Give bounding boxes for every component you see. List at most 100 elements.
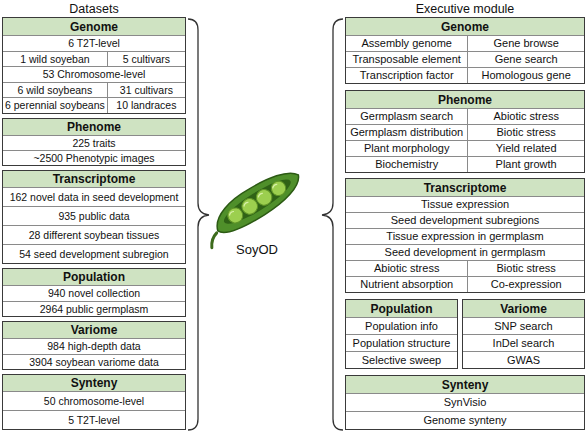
item-text: Biotic stress <box>497 263 556 274</box>
item-cell: 54 seed development subregion <box>3 244 185 263</box>
section-header: Synteny <box>3 375 185 391</box>
item-text: 31 cultivars <box>120 85 173 96</box>
item-cell: 28 different soybean tissues <box>3 225 185 244</box>
item-cell: ~2500 Phenotypic images <box>3 150 185 165</box>
item-cell: 6 T2T-level <box>3 35 185 51</box>
section-header: Population <box>3 269 185 285</box>
item-text: 28 different soybean tissues <box>29 230 160 241</box>
pod-shell <box>208 163 307 240</box>
item-text: Gene search <box>495 54 558 65</box>
pod-stem <box>207 233 222 248</box>
item-text: Co-expression <box>491 279 562 290</box>
item-cell: GWAS <box>463 351 584 368</box>
section-box: Transcriptome 162 novel data in seed deve… <box>2 170 186 264</box>
item-text: Homologous gene <box>482 70 571 81</box>
item-text: 162 novel data in seed development <box>10 192 179 203</box>
item-text: Plant morphology <box>364 143 450 154</box>
item-text: Population info <box>365 321 438 332</box>
item-text: 984 high-depth data <box>47 341 140 352</box>
item-cell: Biochemistry <box>346 156 467 172</box>
item-cell: 225 traits <box>3 135 185 150</box>
section-header: Transcriptome <box>346 179 584 196</box>
soybean-seed <box>269 178 289 198</box>
item-cell: 53 Chromosome-level <box>3 66 185 82</box>
section-header: Synteny <box>346 376 584 393</box>
item-text: Seed development in germplasm <box>385 247 546 258</box>
section-box: Genome6 T2T-level1 wild soyeban5 cultiva… <box>2 17 186 114</box>
item-text: Tissue expression <box>421 199 509 210</box>
item-cell: Seed development in germplasm <box>346 244 584 260</box>
pod-opening <box>219 173 295 230</box>
item-text: 5 T2T-level <box>68 415 120 426</box>
section-box: SyntenySynVisioGenome synteny <box>345 375 585 430</box>
item-cell: Gene browse <box>467 35 584 51</box>
item-text: 54 seed development subregion <box>19 249 168 260</box>
item-cell: 5 cultivars <box>107 51 185 67</box>
item-text: Assembly genome <box>361 38 452 49</box>
right-brace <box>322 19 343 430</box>
item-text: SNP search <box>494 321 553 332</box>
section-box: GenomeAssembly genome Gene browseTranspos… <box>345 17 585 84</box>
item-text: SynVisio <box>444 397 487 408</box>
item-cell: 5 T2T-level <box>3 410 185 429</box>
item-cell: Population structure <box>346 334 457 351</box>
section-header: Variome <box>463 300 584 317</box>
section-box: Variome 984 high-depth data 3904 soybean v… <box>2 321 186 370</box>
item-cell: Germplasm search <box>346 108 467 124</box>
item-cell: Co-expression <box>467 276 584 292</box>
item-text: Germplasm search <box>360 111 453 122</box>
item-cell: Selective sweep <box>346 351 457 368</box>
logo-name: SoyOD <box>236 242 278 257</box>
column-title: Datasets <box>69 2 118 16</box>
item-cell: Transcription factor <box>346 67 467 83</box>
item-text: Selective sweep <box>362 355 442 366</box>
section-box: Synteny 50 chromosome-level 5 T2T-level <box>2 374 186 430</box>
item-text: Seed development subregions <box>391 215 540 226</box>
item-cell: Assembly genome <box>346 35 467 51</box>
section-box: PhenomeGermplasm search Abiotic stressGer… <box>345 90 585 173</box>
item-text: Population structure <box>353 338 451 349</box>
item-text: Abiotic stress <box>374 263 439 274</box>
item-text: 6 T2T-level <box>68 38 120 49</box>
item-text: Yield related <box>496 143 557 154</box>
section-header: Genome <box>346 18 584 35</box>
item-cell: 984 high-depth data <box>3 338 185 354</box>
item-text: 940 novel collection <box>48 288 140 299</box>
section-header: Population <box>346 300 457 317</box>
item-cell: Nutrient absorption <box>346 276 467 292</box>
section-header: Variome <box>3 322 185 338</box>
left-brace <box>188 19 209 430</box>
section-header: Phenome <box>346 91 584 108</box>
section-header: Transcriptome <box>3 171 185 187</box>
item-text: 5 cultivars <box>123 54 170 65</box>
soybean-pod <box>196 163 307 248</box>
seed-highlight <box>228 184 277 216</box>
item-text: 10 landraces <box>116 100 176 111</box>
item-cell: InDel search <box>463 334 584 351</box>
item-cell: Germplasm distribution <box>346 124 467 140</box>
item-text: 53 Chromosome-level <box>43 69 146 80</box>
item-cell: Tissue expression <box>346 196 584 212</box>
item-cell: Plant growth <box>467 156 584 172</box>
section-box: VariomeSNP searchInDel searchGWAS <box>462 299 585 369</box>
item-cell: 31 cultivars <box>107 82 185 98</box>
item-cell: Seed development subregions <box>346 212 584 228</box>
item-cell: Biotic stress <box>467 260 584 276</box>
item-text: Transcription factor <box>360 70 454 81</box>
item-cell: SynVisio <box>346 393 584 411</box>
item-text: 1 wild soyeban <box>20 54 89 65</box>
item-cell: 3904 soybean variome data <box>3 354 185 370</box>
item-text: 50 chromosome-level <box>44 396 144 407</box>
item-text: Biochemistry <box>375 159 438 170</box>
item-cell: Abiotic stress <box>467 108 584 124</box>
item-text: Germplasm distribution <box>350 127 463 138</box>
section-box: Phenome225 traits~2500 Phenotypic images <box>2 118 186 166</box>
item-text: Gene browse <box>493 38 558 49</box>
section-box: PopulationPopulation infoPopulation stru… <box>345 299 458 369</box>
item-cell: 162 novel data in seed development <box>3 187 185 206</box>
item-text: GWAS <box>507 355 540 366</box>
item-text: Transposable element <box>352 54 460 65</box>
item-text: 935 public data <box>58 211 129 222</box>
item-cell: 6 perennial soybeans <box>3 97 107 113</box>
item-text: Tissue expression in germplasm <box>386 231 543 242</box>
